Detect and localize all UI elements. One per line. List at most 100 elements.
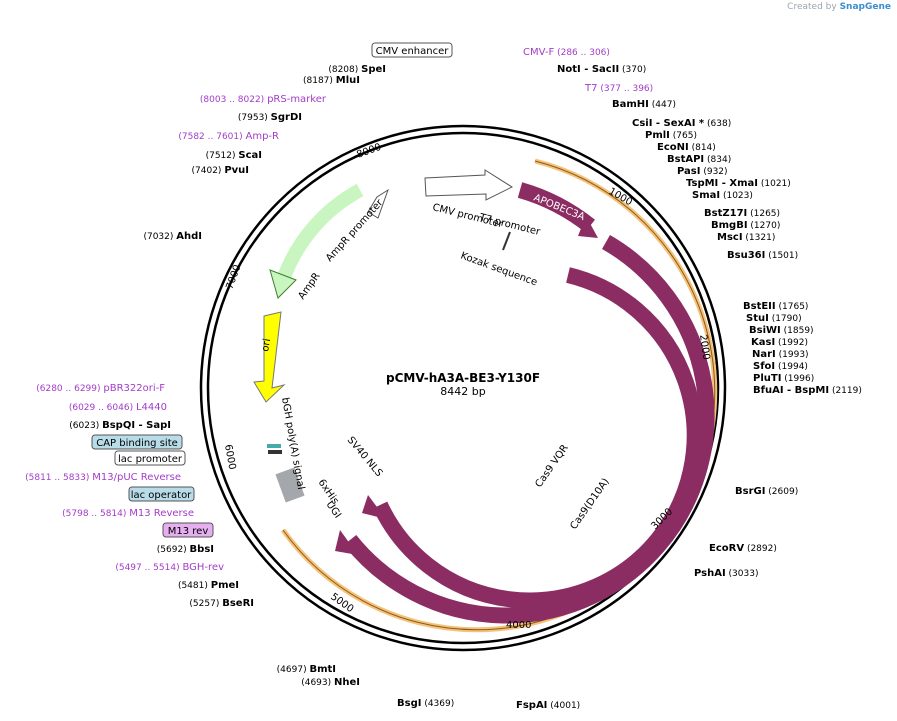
site-position: (7402) [192, 166, 225, 176]
site-position: (8187) [303, 76, 336, 86]
primer-range: (286 .. 306) [554, 48, 610, 58]
cap-binding-marker [267, 444, 281, 448]
kozak-label: Kozak sequence [459, 250, 539, 288]
cas9-vqr-label: Cas9 VQR [533, 443, 570, 490]
cas9-d10a-head [335, 530, 358, 555]
primer-name: pRS-marker [267, 94, 327, 105]
ampr-label: AmpR [296, 271, 322, 302]
primer-label: (8003 .. 8022) pRS-marker [200, 94, 327, 105]
site-label: EcoRV (2892) [709, 543, 777, 554]
m13-rev-box: M13 rev [162, 522, 214, 538]
site-label: BsgI (4369) [397, 698, 454, 709]
primer-label: (6280 .. 6299) pBR322ori-F [36, 383, 165, 394]
primer-range: (6029 .. 6046) [69, 403, 136, 413]
site-label: BfuAI - BspMI (2119) [753, 385, 862, 396]
site-position: (1501) [765, 251, 798, 261]
site-name: BstZ17I [704, 208, 747, 219]
site-name: BsgI [397, 698, 421, 709]
site-position: (1859) [781, 326, 814, 336]
primer-label: (7582 .. 7601) Amp-R [178, 131, 279, 142]
site-label: PasI (932) [677, 166, 728, 177]
tick-8000: 8000 [355, 142, 383, 161]
site-label: (5257) BseRI [189, 598, 254, 609]
primer-name: BGH-rev [182, 562, 224, 573]
restriction-sites: (8208) SpeI(8187) MluI(7953) SgrDI(7512)… [69, 64, 862, 711]
site-position: (1996) [781, 374, 814, 384]
backbone-outer [199, 124, 727, 652]
site-position: (1993) [776, 350, 809, 360]
primer-range: (5497 .. 5514) [115, 563, 182, 573]
svg-text:CMV enhancer: CMV enhancer [376, 46, 450, 57]
site-label: PluTI (1996) [753, 373, 814, 384]
site-position: (4693) [301, 678, 334, 688]
ori-arrow [253, 311, 286, 403]
site-name: StuI [746, 313, 769, 324]
site-label: TspMI - XmaI (1021) [686, 178, 791, 189]
site-position: (638) [704, 119, 731, 129]
site-label: NotI - SacII (370) [557, 64, 646, 75]
site-name: TspMI - XmaI [686, 178, 758, 189]
site-label: PmlI (765) [645, 130, 697, 141]
cas9-d10a-label: Cas9(D10A) [568, 476, 611, 531]
site-label: BamHI (447) [612, 99, 676, 110]
site-name: BfuAI - BspMI [753, 385, 829, 396]
site-position: (2609) [765, 487, 798, 497]
lac-promoter-marker [268, 450, 282, 454]
primer-name: M13/pUC Reverse [92, 472, 181, 483]
cmv-enhancer-box: CMV enhancer [371, 42, 453, 58]
primer-name: CMV-F [523, 47, 554, 58]
site-position: (1023) [720, 191, 753, 201]
site-position: (2892) [744, 544, 777, 554]
site-label: EcoNI (814) [657, 142, 716, 153]
primer-range: (7582 .. 7601) [178, 132, 245, 142]
plasmid-name: pCMV-hA3A-BE3-Y130F [386, 371, 540, 385]
apobec3a-head [578, 216, 598, 238]
primer-labels: CMV-F (286 .. 306) T7 (377 .. 396) (8003 .… [25, 47, 653, 573]
site-label: MscI (1321) [717, 232, 775, 243]
primer-label: CMV-F (286 .. 306) [523, 47, 610, 58]
site-name: SgrDI [271, 112, 302, 123]
site-position: (5692) [157, 545, 190, 555]
site-label: StuI (1790) [746, 313, 802, 324]
site-label: (7402) PvuI [192, 165, 249, 176]
site-position: (765) [670, 131, 697, 141]
site-position: (4697) [277, 665, 310, 675]
site-label: CsiI - SexAI * (638) [632, 118, 731, 129]
site-label: Bsu36I (1501) [727, 250, 798, 261]
site-name: MscI [717, 232, 743, 243]
primer-name: Amp-R [246, 131, 280, 142]
tick-6000: 6000 [222, 444, 237, 471]
primer-label: (5798 .. 5814) M13 Reverse [62, 508, 194, 519]
site-label: PshAI (3033) [694, 568, 758, 579]
site-label: (5692) BbsI [157, 544, 214, 555]
site-name: Bsu36I [727, 250, 765, 261]
site-label: FspAI (4001) [516, 700, 580, 711]
site-label: BmgBI (1270) [711, 220, 780, 231]
kozak-marker [502, 231, 511, 251]
site-name: PvuI [224, 165, 249, 176]
site-position: (1992) [775, 338, 808, 348]
bgh-polya-box [275, 467, 305, 503]
site-label: (7953) SgrDI [238, 112, 302, 123]
site-name: BamHI [612, 99, 649, 110]
site-label: (4693) NheI [301, 677, 360, 688]
cas9-vqr-arc [372, 267, 703, 609]
primer-label: (5497 .. 5514) BGH-rev [115, 562, 224, 573]
site-name: SpeI [361, 64, 386, 75]
backbone-inner [206, 131, 720, 645]
primer-label: T7 (377 .. 396) [584, 83, 653, 94]
site-label: (7512) ScaI [206, 150, 262, 161]
site-name: PshAI [694, 568, 726, 579]
cap-binding-box: CAP binding site [91, 434, 183, 450]
ampr-arc [276, 183, 364, 283]
site-label: (4697) BmtI [277, 664, 336, 675]
primer-range: (5798 .. 5814) [62, 509, 129, 519]
site-label: (5481) PmeI [178, 580, 239, 591]
site-name: EcoRV [709, 543, 744, 554]
site-name: BstAPI [667, 154, 704, 165]
site-name: KasI [751, 337, 775, 348]
site-name: BsiWI [749, 325, 781, 336]
primer-name: pBR322ori-F [103, 383, 165, 394]
site-label: NarI (1993) [752, 349, 809, 360]
primer-range: (5811 .. 5833) [25, 473, 92, 483]
